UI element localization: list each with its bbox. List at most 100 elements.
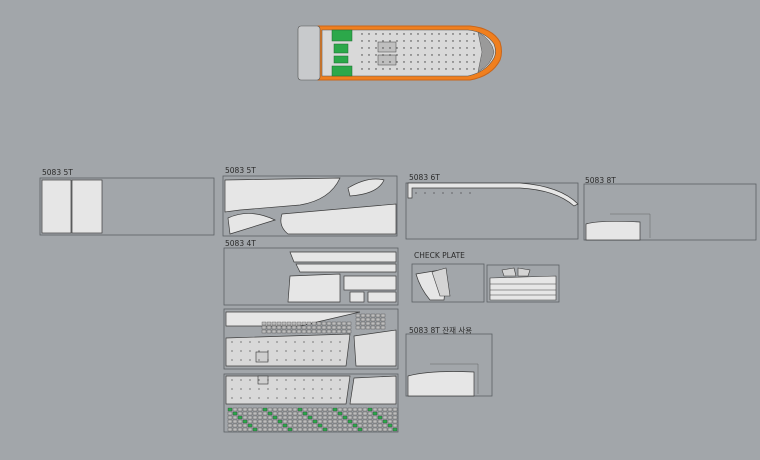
hole-mark (442, 192, 444, 194)
hole-mark (276, 350, 278, 352)
hole-mark (258, 350, 260, 352)
hole-mark (339, 350, 341, 352)
small-part (282, 407, 288, 412)
hole-mark (424, 47, 426, 49)
hole-mark (431, 47, 433, 49)
small-part (387, 423, 393, 428)
hole-mark (303, 388, 305, 390)
hole-mark (410, 47, 412, 49)
small-parts-cluster (261, 313, 386, 334)
small-part (252, 415, 258, 420)
hole-mark (375, 40, 377, 42)
small-part (307, 419, 313, 424)
hole-mark (452, 54, 454, 56)
small-part (332, 423, 338, 428)
hole-mark (285, 341, 287, 343)
plate-part (349, 375, 397, 405)
hole-mark (276, 341, 278, 343)
small-part (227, 407, 233, 412)
small-part (316, 321, 322, 326)
small-part (362, 411, 368, 416)
hole-mark (267, 388, 269, 390)
green-part (333, 43, 349, 54)
hole-mark (267, 341, 269, 343)
small-part (267, 419, 273, 424)
hole-mark (339, 341, 341, 343)
small-part (237, 423, 243, 428)
small-part (372, 407, 378, 412)
small-part (252, 427, 258, 432)
hole-mark (321, 397, 323, 399)
small-part (257, 419, 263, 424)
hole-mark (339, 397, 341, 399)
small-part (237, 415, 243, 420)
small-part (336, 329, 342, 334)
green-part (331, 65, 353, 77)
green-part (333, 55, 349, 64)
hole-mark (240, 388, 242, 390)
small-part (327, 419, 333, 424)
small-part (355, 313, 361, 318)
small-part (382, 427, 388, 432)
hole-mark (267, 359, 269, 361)
small-part (292, 419, 298, 424)
small-part (331, 329, 337, 334)
hole-mark (330, 397, 332, 399)
plate-part (41, 179, 72, 234)
hole-mark (389, 68, 391, 70)
small-part (287, 419, 293, 424)
small-part (317, 423, 323, 428)
small-part (227, 419, 233, 424)
hole-mark (312, 341, 314, 343)
hole-mark (276, 388, 278, 390)
hole-mark (361, 47, 363, 49)
hole-mark (459, 54, 461, 56)
hole-mark (276, 359, 278, 361)
hole-mark (231, 379, 233, 381)
hole-mark (403, 33, 405, 35)
hole-mark (473, 33, 475, 35)
small-part (347, 423, 353, 428)
sheet-5083-6t (405, 182, 579, 240)
small-part (271, 321, 277, 326)
hole-mark (240, 397, 242, 399)
small-part (347, 411, 353, 416)
small-part (375, 325, 381, 330)
small-part (387, 407, 393, 412)
hole-mark (330, 350, 332, 352)
small-part (355, 325, 361, 330)
deck-hatch (377, 41, 397, 53)
deck-hole-pattern (361, 33, 475, 70)
plate-part (367, 291, 397, 303)
hole-mark (438, 68, 440, 70)
small-part (287, 415, 293, 420)
small-part (337, 419, 343, 424)
small-part (346, 325, 352, 330)
label-sheet-5083-5t-a: 5083 5T (42, 168, 73, 177)
hole-mark (375, 61, 377, 63)
hole-mark (433, 192, 435, 194)
small-part (392, 415, 398, 420)
small-part (341, 321, 347, 326)
small-part (342, 423, 348, 428)
hole-mark (473, 40, 475, 42)
small-parts-cluster (227, 407, 398, 432)
small-part (237, 407, 243, 412)
hole-mark (417, 40, 419, 42)
check-plate-part (517, 267, 531, 277)
hole-mark (445, 47, 447, 49)
hole-mark (382, 47, 384, 49)
hole-mark (389, 54, 391, 56)
small-part (327, 427, 333, 432)
small-part (387, 415, 393, 420)
small-part (337, 427, 343, 432)
small-part (261, 325, 267, 330)
hole-mark (473, 47, 475, 49)
hole-mark (368, 47, 370, 49)
small-part (370, 313, 376, 318)
hole-mark (424, 40, 426, 42)
small-part (296, 325, 302, 330)
small-part (307, 427, 313, 432)
hole-mark (240, 341, 242, 343)
small-part (327, 423, 333, 428)
